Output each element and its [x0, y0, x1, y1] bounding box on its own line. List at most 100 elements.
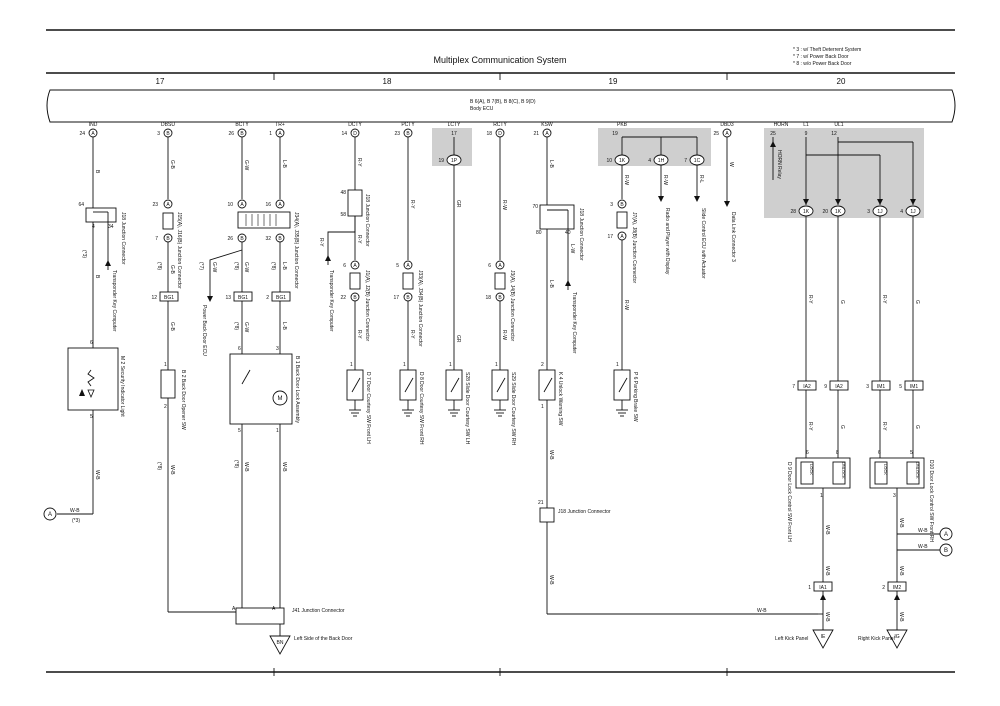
circuit-ind: B 64 4 34 J18 Junction Connector Transpo…: [43, 137, 126, 524]
svg-text:R-Y: R-Y: [318, 238, 324, 247]
svg-text:A: A: [406, 263, 410, 269]
svg-text:17: 17: [607, 234, 613, 240]
svg-text:1K: 1K: [803, 209, 810, 215]
svg-text:17: 17: [451, 131, 457, 137]
circuit-rcty: R-W A 6 B 18 J3(A), J4(B) Junction Conne…: [485, 137, 516, 445]
svg-text:A: A: [725, 131, 729, 137]
column-18: 18: [383, 77, 392, 86]
svg-text:G: G: [839, 300, 845, 304]
circuit-ksw: L-B 70 80 40 J18 Junction Connector L-W …: [532, 137, 818, 615]
svg-text:7: 7: [792, 384, 795, 390]
door-courtesy-sw-front-rh: [399, 369, 417, 401]
svg-text:J15(A), J16(B) Junction Connec: J15(A), J16(B) Junction Connector: [176, 212, 182, 289]
svg-text:W-B: W-B: [548, 575, 554, 585]
svg-text:IM1: IM1: [910, 384, 919, 390]
svg-text:S29 Slide Door Courtesy SW RH: S29 Slide Door Courtesy SW RH: [510, 372, 516, 445]
svg-text:B: B: [353, 295, 357, 301]
svg-text:R-L: R-L: [698, 175, 704, 183]
svg-text:D 9 Door Lock Control SW Front: D 9 Door Lock Control SW Front LH: [786, 462, 792, 542]
pin-name-rcty: RCTY: [493, 122, 507, 128]
circuit-pcty: R-Y A 5 B 17 J33(A), J34(B) Junction Con…: [393, 137, 424, 445]
im1-connector-2: [904, 380, 924, 391]
svg-text:12: 12: [151, 295, 157, 301]
j18-upper: [85, 207, 117, 223]
svg-text:B: B: [278, 236, 282, 242]
svg-text:(*3): (*3): [81, 250, 87, 258]
pin-pkb: 19: [612, 131, 618, 137]
svg-text:G-W: G-W: [211, 262, 217, 273]
bg1-connector-2: [233, 291, 253, 302]
svg-text:A: A: [944, 532, 948, 538]
j18-right: [539, 204, 575, 230]
ground-ig: [886, 629, 908, 649]
ground-bn: [269, 635, 291, 655]
svg-text:M: M: [278, 396, 283, 402]
svg-text:1P: 1P: [451, 158, 458, 164]
svg-text:25: 25: [770, 131, 776, 137]
svg-text:G: G: [914, 425, 920, 429]
svg-text:22: 22: [340, 295, 346, 301]
svg-text:A: A: [278, 202, 282, 208]
svg-text:W-B: W-B: [898, 518, 904, 528]
svg-text:W-B: W-B: [243, 462, 249, 472]
svg-text:58: 58: [340, 212, 346, 218]
svg-text:A: A: [166, 202, 170, 208]
svg-text:1: 1: [449, 362, 452, 368]
svg-text:A: A: [272, 606, 276, 612]
ia2-connector-2: [829, 380, 849, 391]
svg-text:6: 6: [878, 450, 881, 456]
svg-text:28: 28: [790, 209, 796, 215]
svg-text:UNLOCK: UNLOCK: [841, 462, 846, 479]
j18-lower: [539, 507, 555, 523]
svg-text:8: 8: [836, 450, 839, 456]
svg-text:R-Y: R-Y: [807, 295, 813, 304]
svg-text:M 2 Security Indicator Light: M 2 Security Indicator Light: [119, 356, 125, 417]
svg-text:4: 4: [648, 158, 651, 164]
svg-text:R-Y: R-Y: [356, 330, 362, 339]
svg-text:BG1: BG1: [164, 295, 174, 301]
svg-text:1: 1: [269, 131, 272, 137]
svg-text:A: A: [240, 202, 244, 208]
svg-text:19: 19: [438, 158, 444, 164]
svg-text:3: 3: [157, 131, 160, 137]
svg-text:B: B: [498, 295, 502, 301]
svg-text:W-B: W-B: [94, 470, 100, 480]
pin-name-dcty: DCTY: [348, 122, 362, 128]
unlock-warning-sw: [538, 369, 556, 401]
svg-text:10: 10: [227, 202, 233, 208]
pin-name-l1: L1: [803, 122, 809, 128]
svg-text:J18 Junction Connector: J18 Junction Connector: [364, 194, 370, 247]
svg-text:R-Y: R-Y: [409, 330, 415, 339]
note-3: * 3 : w/ Theft Deterrent System: [793, 47, 861, 53]
svg-text:IA2: IA2: [803, 384, 811, 390]
offpage-a-right: [939, 527, 953, 541]
svg-text:5: 5: [910, 450, 913, 456]
svg-text:6: 6: [488, 263, 491, 269]
dest-transponder-3: Transponder Key Computer: [571, 292, 577, 354]
svg-text:LOCK: LOCK: [883, 464, 888, 475]
svg-text:A: A: [91, 131, 95, 137]
shade-horn: [764, 128, 924, 218]
svg-text:A: A: [620, 234, 624, 240]
svg-text:J33(A), J34(B) Junction Connec: J33(A), J34(B) Junction Connector: [417, 270, 423, 347]
offpage-a-left: [43, 507, 57, 521]
svg-text:1: 1: [403, 362, 406, 368]
ground-ie: [812, 629, 834, 649]
svg-text:21: 21: [533, 131, 539, 137]
svg-text:A: A: [353, 263, 357, 269]
dest-transponder-1: Transponder Key Computer: [111, 270, 117, 332]
pin-name-ul1: UL1: [834, 122, 843, 128]
svg-text:32: 32: [265, 236, 271, 242]
svg-text:R-Y: R-Y: [881, 295, 887, 304]
svg-text:48: 48: [340, 190, 346, 196]
svg-text:G-W: G-W: [243, 322, 249, 333]
svg-text:4: 4: [900, 209, 903, 215]
svg-text:3: 3: [866, 384, 869, 390]
svg-text:(*8): (*8): [233, 322, 239, 330]
svg-text:D: D: [353, 131, 357, 137]
svg-text:2: 2: [882, 585, 885, 591]
